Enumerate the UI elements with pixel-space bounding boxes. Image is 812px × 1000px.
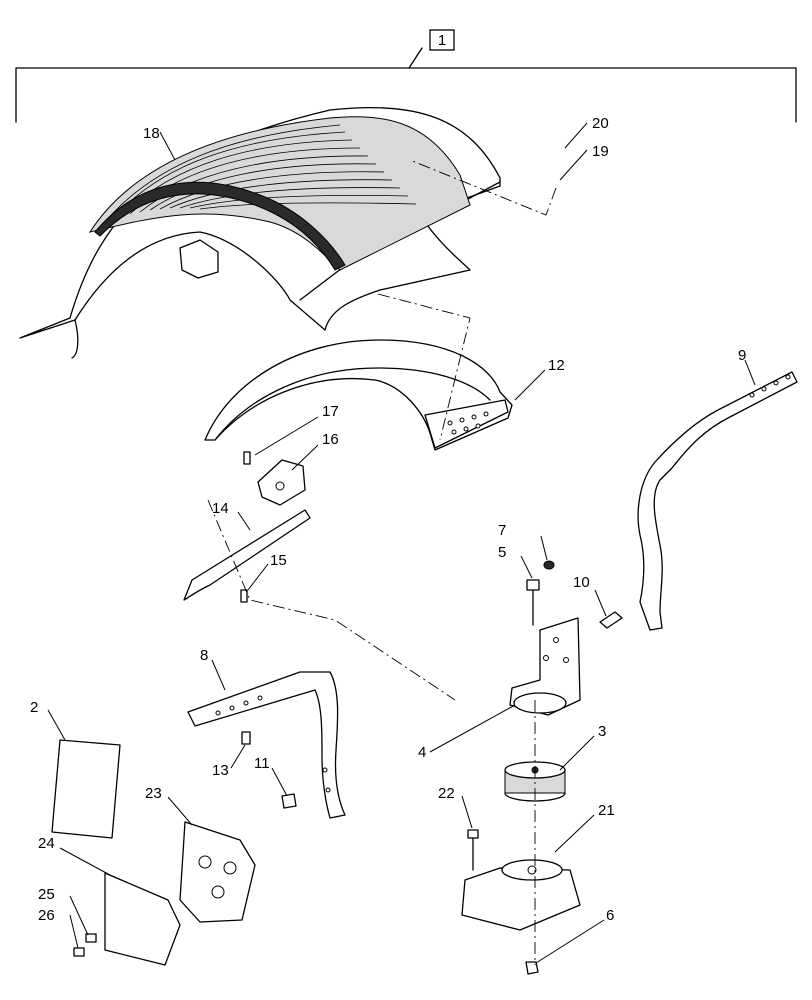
nut-part-7 (543, 560, 555, 570)
callout-2: 2 (30, 699, 38, 716)
screw-part-15 (240, 589, 248, 603)
assembly-callout-number: 1 (438, 32, 446, 49)
callout-26: 26 (38, 907, 55, 924)
callout-3: 3 (598, 723, 606, 740)
callout-10: 10 (573, 574, 590, 591)
callout-22: 22 (438, 785, 455, 802)
callout-14: 14 (212, 500, 229, 517)
assembly-bracket: 1 (15, 29, 797, 123)
callout-12: 12 (548, 357, 565, 374)
callout-9: 9 (738, 347, 746, 364)
bracket-arm-part-9 (637, 371, 798, 631)
callout-numbers: 18 20 19 9 12 17 16 14 15 7 5 10 8 4 3 1… (30, 115, 746, 924)
bolt-part-26 (73, 947, 85, 957)
callout-6: 6 (606, 907, 614, 924)
callout-18: 18 (143, 125, 160, 142)
clip-part-16 (257, 459, 306, 506)
bolt-part-13 (241, 731, 251, 745)
bolt-part-25 (85, 933, 97, 943)
callout-23: 23 (145, 785, 162, 802)
callout-leaders (47, 122, 756, 964)
callout-19: 19 (592, 143, 609, 160)
base-part-21 (461, 859, 581, 931)
fender-part-18 (19, 106, 501, 359)
screw-part-17 (243, 451, 251, 465)
callout-21: 21 (598, 802, 615, 819)
connection-lines (207, 159, 557, 965)
callout-4: 4 (418, 744, 426, 761)
callout-20: 20 (592, 115, 609, 132)
callout-16: 16 (322, 431, 339, 448)
assembly-callout-box (429, 29, 455, 51)
callout-8: 8 (200, 647, 208, 664)
bolt-part-22 (467, 829, 479, 871)
mudflap-bracket-part-23 (179, 821, 256, 923)
strap-part-14 (183, 509, 311, 601)
mudflap-part-24 (104, 872, 181, 966)
manual-part-2 (51, 739, 121, 839)
fender-bracket-part-12 (204, 339, 513, 451)
callout-25: 25 (38, 886, 55, 903)
nut-part-11 (281, 793, 297, 809)
nut-part-6 (525, 961, 539, 975)
bolt-part-5 (526, 579, 540, 626)
callout-15: 15 (270, 552, 287, 569)
support-bracket-part-8 (187, 671, 346, 819)
callout-13: 13 (212, 762, 229, 779)
callout-24: 24 (38, 835, 55, 852)
callout-7: 7 (498, 522, 506, 539)
callout-5: 5 (498, 544, 506, 561)
callout-17: 17 (322, 403, 339, 420)
bolt-part-10 (599, 611, 623, 629)
angle-bracket-part-4 (509, 617, 581, 716)
callout-11: 11 (254, 755, 270, 772)
